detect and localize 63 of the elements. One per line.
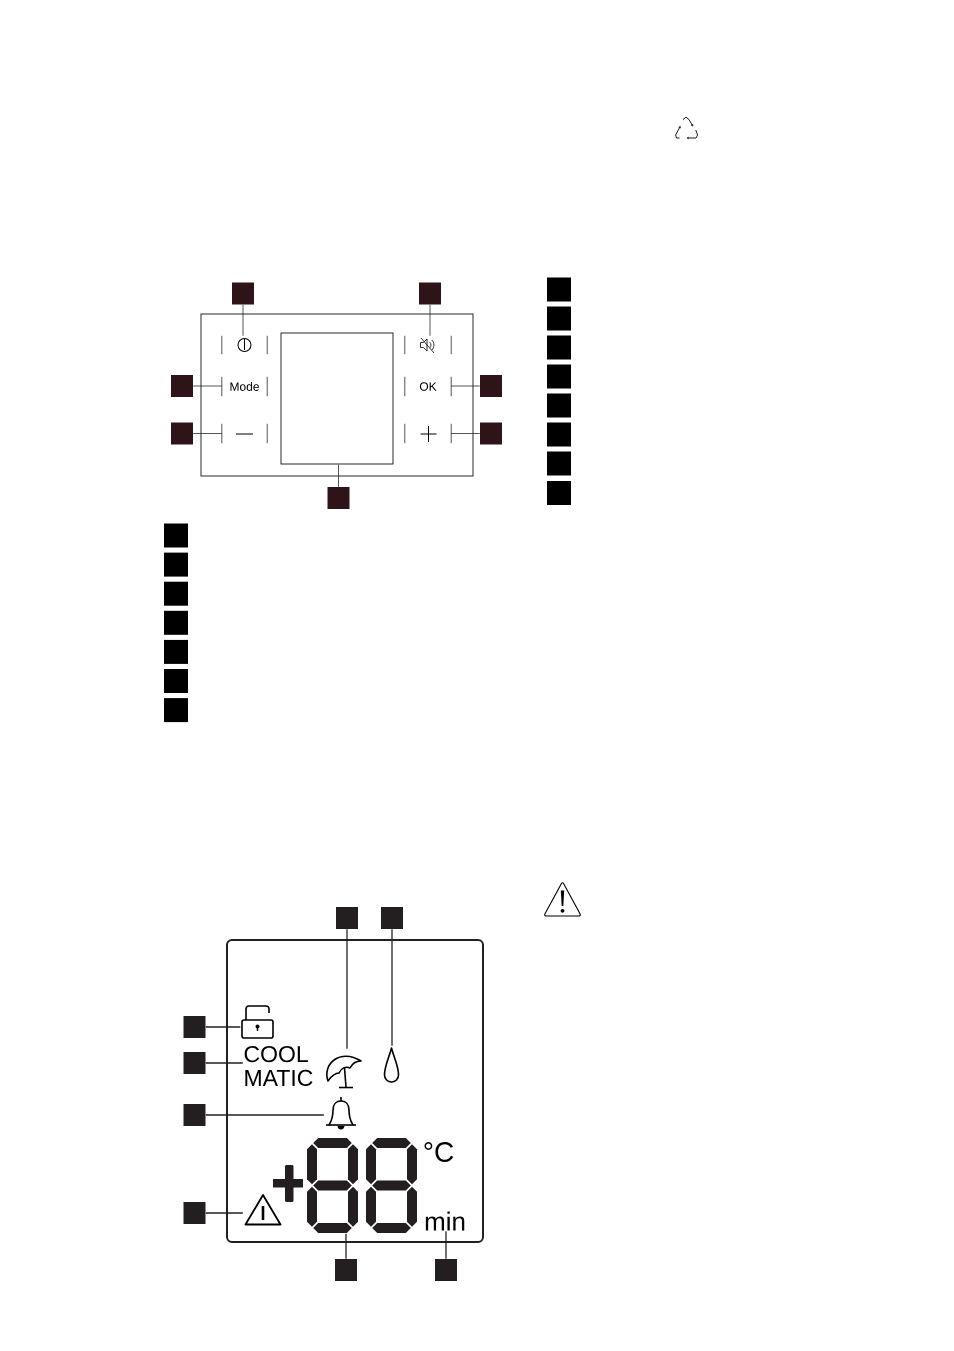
key-square <box>164 552 188 577</box>
callout-square <box>335 1259 357 1281</box>
leader-line <box>450 385 481 387</box>
callout-square <box>183 1202 206 1224</box>
key-square <box>547 451 571 476</box>
key-square <box>164 639 188 664</box>
umbrella-symbol <box>326 1055 362 1089</box>
bell-symbol <box>325 1096 357 1130</box>
mode-button: Mode <box>221 376 268 397</box>
key-square <box>164 610 188 635</box>
callout-square <box>327 487 350 509</box>
key-square <box>547 277 571 302</box>
leader-line <box>205 1026 241 1028</box>
callout-square <box>336 907 358 929</box>
indicator-text: COOL MATIC <box>244 1045 313 1087</box>
warning-symbol <box>244 1194 282 1226</box>
control-panel <box>200 313 474 477</box>
callout-square <box>183 1052 206 1074</box>
plus-button <box>404 423 452 444</box>
lock-symbol <box>241 1005 274 1039</box>
callout-square <box>171 375 193 397</box>
leader-line <box>205 1114 325 1116</box>
key-square <box>164 669 188 693</box>
key-square <box>547 422 571 447</box>
leader-line <box>205 1062 244 1064</box>
leader-line <box>242 304 244 337</box>
drop-symbol <box>383 1047 400 1083</box>
leader-line <box>450 433 481 434</box>
leader-line <box>445 1230 447 1260</box>
display-window <box>280 332 394 465</box>
key-square <box>547 306 571 331</box>
leader-line <box>391 928 393 1047</box>
callout-square <box>171 422 193 445</box>
callout-square <box>183 1016 206 1038</box>
key-square <box>547 393 571 418</box>
leader-line <box>345 1233 347 1260</box>
callout-square <box>232 282 254 305</box>
key-square <box>164 523 188 548</box>
unit-label: °C <box>424 1142 454 1162</box>
unit-label: min <box>425 1211 465 1231</box>
minus-button <box>221 423 268 444</box>
leader-line <box>338 464 339 488</box>
callout-square <box>183 1104 206 1126</box>
callout-square <box>381 907 403 929</box>
callout-square <box>419 282 441 305</box>
power-button <box>221 335 268 355</box>
key-square <box>164 581 188 606</box>
key-square <box>547 481 571 505</box>
leader-line <box>205 1212 244 1214</box>
leader-line <box>429 304 431 337</box>
key-square <box>547 335 571 360</box>
ok-button: OK <box>404 376 452 397</box>
mute-button <box>404 335 452 355</box>
leader-line <box>192 433 223 434</box>
leader-line <box>346 928 348 1050</box>
segment-digits <box>273 1138 417 1233</box>
display-frame <box>226 939 484 1243</box>
key-square <box>164 698 188 723</box>
key-square <box>547 364 571 389</box>
callout-square <box>480 375 502 397</box>
callout-square <box>480 422 502 445</box>
leader-line <box>192 385 223 387</box>
callout-square <box>435 1259 457 1281</box>
